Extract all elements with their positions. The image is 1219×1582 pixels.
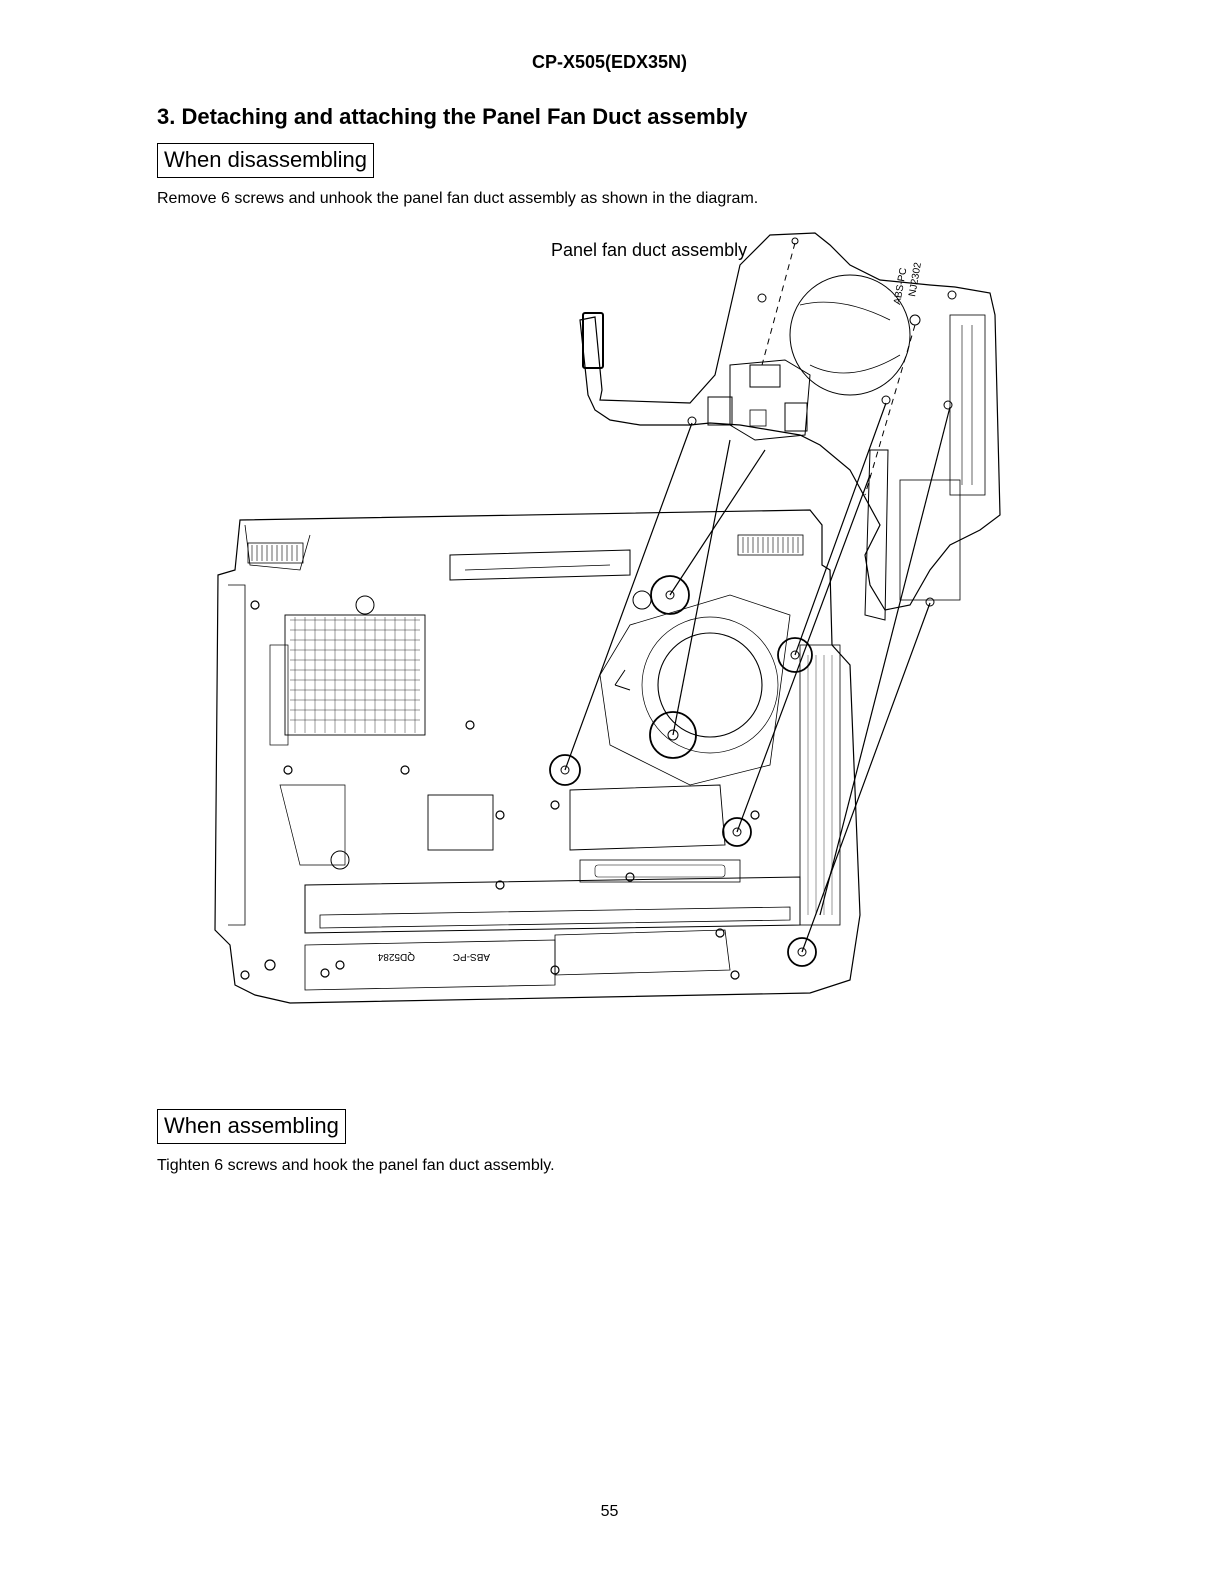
section-title: 3. Detaching and attaching the Panel Fan… [157, 104, 747, 130]
projector-chassis: QD5284 ABS-PC [215, 510, 860, 1003]
assembling-instruction: Tighten 6 screws and hook the panel fan … [157, 1157, 555, 1175]
duct-stamp-abs-pc: ABS-PC [892, 267, 909, 306]
leader-lines [565, 403, 950, 952]
model-header: CP-X505(EDX35N) [0, 52, 1219, 73]
page-number: 55 [0, 1503, 1219, 1521]
fan-duct-assembly: ABS-PC NJ2302 [580, 233, 1000, 620]
panel-fan-duct-diagram: ABS-PC NJ2302 [210, 225, 1010, 1025]
disassembling-heading: When disassembling [157, 143, 374, 178]
duct-stamp-nj2302: NJ2302 [907, 261, 924, 297]
assembling-heading: When assembling [157, 1109, 346, 1144]
disassembling-instruction: Remove 6 screws and unhook the panel fan… [157, 190, 758, 208]
chassis-stamp-abs-pc: ABS-PC [453, 951, 490, 962]
chassis-stamp-qd5284: QD5284 [377, 951, 415, 962]
